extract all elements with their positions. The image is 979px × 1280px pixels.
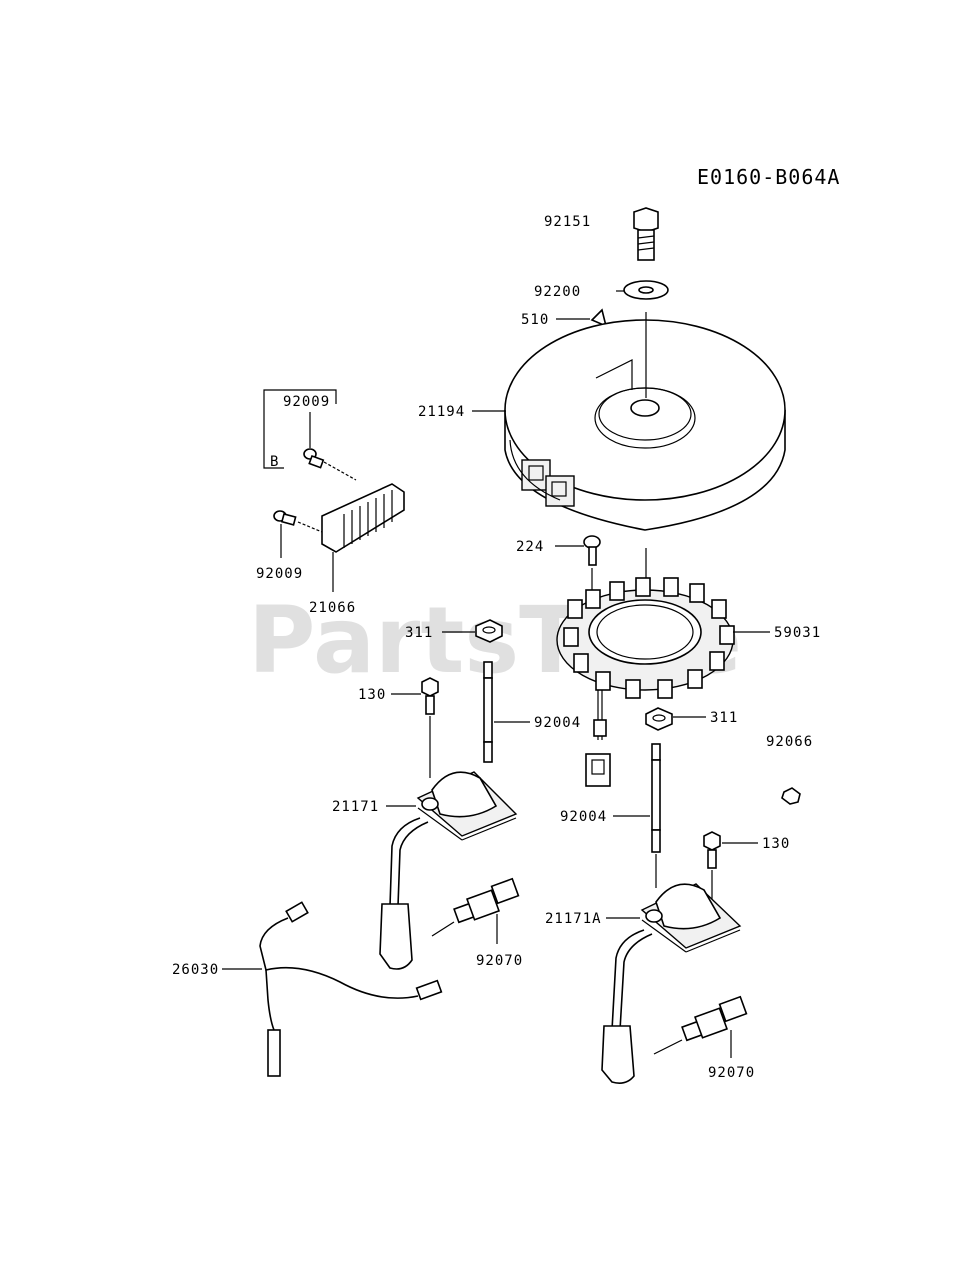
callout-92009-bottom[interactable]: 92009 bbox=[256, 566, 303, 582]
callout-510[interactable]: 510 bbox=[521, 312, 549, 328]
key-510[interactable] bbox=[590, 308, 608, 328]
regulator-21066[interactable] bbox=[321, 483, 405, 553]
callout-21171[interactable]: 21171 bbox=[332, 799, 379, 815]
callout-92070-left[interactable]: 92070 bbox=[476, 953, 523, 969]
spark-plug-92070-left[interactable] bbox=[431, 877, 520, 937]
stator-connector[interactable] bbox=[585, 690, 611, 787]
ignition-coil-21171[interactable] bbox=[416, 771, 518, 841]
callout-59031[interactable]: 59031 bbox=[774, 625, 821, 641]
screw-92009-bottom[interactable] bbox=[273, 510, 323, 533]
callout-130-left[interactable]: 130 bbox=[358, 687, 386, 703]
diagram-code: E0160-B064A bbox=[697, 165, 840, 189]
screw-224[interactable] bbox=[583, 535, 601, 566]
callout-92070-right[interactable]: 92070 bbox=[708, 1065, 755, 1081]
callout-311-left[interactable]: 311 bbox=[405, 625, 433, 641]
spark-plug-92070-right[interactable] bbox=[653, 995, 748, 1055]
ht-lead-left[interactable] bbox=[379, 817, 429, 970]
nut-311-right[interactable] bbox=[645, 707, 673, 731]
callout-92066[interactable]: 92066 bbox=[766, 734, 813, 750]
callout-21066[interactable]: 21066 bbox=[309, 600, 356, 616]
callout-92009-top[interactable]: 92009 bbox=[283, 394, 330, 410]
callout-311-right[interactable]: 311 bbox=[710, 710, 738, 726]
flywheel-21194[interactable] bbox=[504, 319, 786, 531]
stator-59031[interactable] bbox=[556, 577, 735, 699]
callout-92200[interactable]: 92200 bbox=[534, 284, 581, 300]
ignition-coil-21171A[interactable] bbox=[640, 883, 742, 953]
stud-92004-right[interactable] bbox=[651, 743, 661, 853]
callout-21171A[interactable]: 21171A bbox=[545, 911, 602, 927]
callout-92004-right[interactable]: 92004 bbox=[560, 809, 607, 825]
stud-92004-left[interactable] bbox=[483, 661, 493, 763]
group-label-b: B bbox=[270, 454, 279, 470]
bolt-130-left[interactable] bbox=[421, 677, 439, 715]
callout-92151[interactable]: 92151 bbox=[544, 214, 591, 230]
washer-92200[interactable] bbox=[623, 280, 669, 300]
screw-92009-top[interactable] bbox=[303, 448, 357, 481]
callout-21194[interactable]: 21194 bbox=[418, 404, 465, 420]
nut-311-left[interactable] bbox=[475, 619, 503, 643]
ht-lead-right[interactable] bbox=[601, 929, 653, 1084]
regulator-group-bracket bbox=[263, 389, 337, 469]
callout-92004-left[interactable]: 92004 bbox=[534, 715, 581, 731]
lead-wire-26030[interactable] bbox=[259, 901, 443, 1077]
callout-224[interactable]: 224 bbox=[516, 539, 544, 555]
callout-130-right[interactable]: 130 bbox=[762, 836, 790, 852]
bolt-92151[interactable] bbox=[633, 207, 659, 261]
bolt-130-right[interactable] bbox=[703, 831, 721, 869]
plug-92066[interactable] bbox=[781, 787, 801, 805]
callout-26030[interactable]: 26030 bbox=[172, 962, 219, 978]
